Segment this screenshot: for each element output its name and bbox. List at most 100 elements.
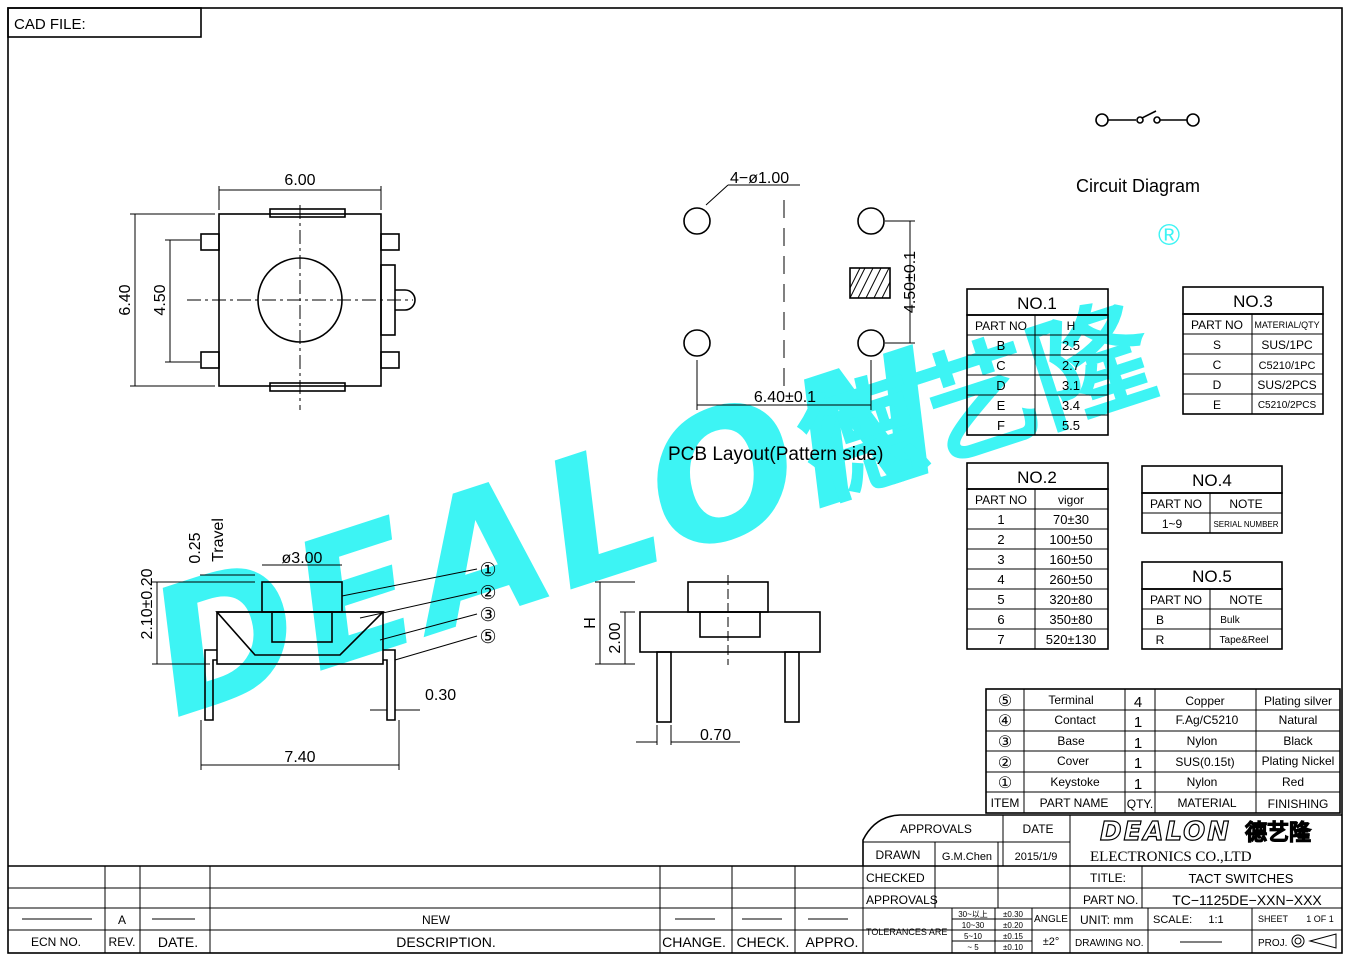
no3-cell: C5210/1PC [1259, 360, 1316, 372]
no4-header-note: NOTE [1229, 497, 1262, 511]
pcb-caption: PCB Layout(Pattern side) [668, 444, 883, 465]
bom-cell: 1 [1134, 755, 1142, 772]
no3-header-material: MATERIAL/QTY [1254, 320, 1319, 330]
no5-cell: R [1156, 633, 1165, 647]
tb-sheet: SHEET [1258, 914, 1289, 924]
no2-cell: 520±130 [1046, 632, 1097, 647]
tol-cell: 10~30 [962, 921, 985, 930]
bom-cell: ⑤ [998, 693, 1012, 710]
table-no3: NO.3 PART NO MATERIAL/QTY S SUS/1PC C C5… [1182, 286, 1324, 415]
bom-cell: 1 [1134, 776, 1142, 793]
tb-unit: UNIT: mm [1080, 913, 1133, 927]
no5-header-part: PART NO [1150, 593, 1202, 607]
no1-cell: C [996, 358, 1005, 373]
no3-cell: S [1213, 338, 1221, 352]
no5-cell: Tape&Reel [1220, 635, 1269, 646]
balloon-3: ③ [479, 605, 496, 626]
rev-header: APPRO. [806, 934, 859, 950]
tol-cell: ±0.10 [1003, 943, 1024, 952]
no3-cell: SUS/1PC [1261, 338, 1313, 352]
bom-cell: Natural [1279, 713, 1318, 727]
desc-value: NEW [422, 913, 451, 927]
bom-cell: Terminal [1048, 693, 1093, 707]
tb-scale-val: 1:1 [1208, 914, 1223, 926]
no1-cell: 3.4 [1062, 398, 1080, 413]
side-width: 7.40 [284, 749, 315, 766]
watermark-reg: ® [1158, 219, 1180, 252]
tb-sheet-val: 1 OF 1 [1306, 914, 1334, 924]
dim-pitch: 4.50 [152, 284, 169, 315]
tol-cell: 30~以上 [958, 910, 988, 919]
tb-drawn: DRAWN [876, 848, 921, 862]
tb-approvals: APPROVALS [900, 822, 972, 836]
bom-cell: Nylon [1187, 734, 1218, 748]
bom-cell: 1 [1134, 735, 1142, 752]
no3-title: NO.3 [1233, 292, 1273, 311]
bom-cell: Nylon [1187, 775, 1218, 789]
bom-cell: Red [1282, 775, 1304, 789]
no2-cell: 260±50 [1049, 572, 1092, 587]
balloon-1: ① [479, 560, 496, 581]
no2-cell: 100±50 [1049, 532, 1092, 547]
bom-header: QTY. [1127, 797, 1153, 811]
tol-cell: ±0.20 [1003, 921, 1024, 930]
side-lead: 0.30 [425, 687, 456, 704]
no4-cell: SERIAL NUMBER [1213, 520, 1278, 529]
no4-header-part: PART NO [1150, 497, 1202, 511]
bom-cell: 1 [1134, 714, 1142, 731]
bom-cell: 4 [1134, 694, 1142, 711]
tb-tolerances: TOLERANCES ARE [866, 927, 947, 937]
rev-header: CHECK. [737, 934, 790, 950]
side-dia: ø3.00 [282, 550, 323, 567]
front-view: H 2.00 0.70 [582, 575, 821, 745]
no1-cell: D [996, 378, 1005, 393]
pcb-dim-horizontal: 6.40±0.1 [754, 389, 816, 406]
bom-cell: Copper [1185, 694, 1224, 708]
tol-cell: ±0.15 [1003, 932, 1024, 941]
bom-cell: F.Ag/C5210 [1176, 713, 1239, 727]
no2-title: NO.2 [1017, 468, 1057, 487]
tb-part-label: PART NO. [1083, 893, 1138, 907]
no3-cell: C [1213, 358, 1222, 372]
bom-cell: ③ [998, 734, 1012, 751]
dim-height: 6.40 [117, 284, 134, 315]
rev-header: DATE. [158, 934, 198, 950]
tb-drawing-no: DRAWING NO. [1075, 938, 1144, 949]
cad-file-box [7, 7, 202, 38]
rev-header: CHANGE. [662, 934, 726, 950]
no1-cell: F [997, 418, 1005, 433]
bom-header: FINISHING [1268, 797, 1329, 811]
front-height: 2.00 [607, 622, 624, 653]
bom-cell: Plating Nickel [1262, 754, 1335, 768]
tb-title: TACT SWITCHES [1189, 871, 1294, 886]
no1-header-h: H [1067, 319, 1076, 333]
rev-value: A [118, 913, 126, 927]
balloon-2: ② [479, 583, 496, 604]
no3-header-part: PART NO [1191, 318, 1243, 332]
no1-cell: 3.1 [1062, 378, 1080, 393]
bom-cell: Base [1057, 734, 1085, 748]
table-no1: NO.1 PART NO H B 2.5 C 2.7 D 3.1 E 3.4 F… [966, 288, 1109, 436]
tb-checked: CHECKED [866, 871, 925, 885]
pcb-dim-vertical: 4.50±0.1 [902, 251, 919, 313]
front-h: H [582, 617, 599, 629]
bom-header: PART NAME [1040, 796, 1109, 810]
no1-cell: B [997, 338, 1006, 353]
tb-date: DATE [1022, 822, 1053, 836]
no3-cell: SUS/2PCS [1257, 378, 1316, 392]
no2-header-vigor: vigor [1058, 493, 1084, 507]
no2-cell: 70±30 [1053, 512, 1089, 527]
bom-cell: Black [1283, 734, 1313, 748]
side-view: ø3.00 0.25 Travel 2.10±0.20 0.30 7.40 ① … [139, 518, 497, 770]
pcb-layout: 4−ø1.00 4.50±0.1 6.40±0.1 PCB Layout(Pat… [668, 170, 919, 465]
no1-cell: 2.7 [1062, 358, 1080, 373]
no2-cell: 7 [997, 632, 1004, 647]
tb-scale: SCALE: [1153, 914, 1192, 926]
tb-proj: PROJ. [1258, 938, 1287, 949]
tb-angle-val: ±2° [1043, 936, 1060, 948]
bom-cell: SUS(0.15t) [1175, 755, 1234, 769]
tb-approvals2: APPROVALS [866, 893, 938, 907]
no5-title: NO.5 [1192, 567, 1232, 586]
no2-cell: 3 [997, 552, 1004, 567]
no2-cell: 320±80 [1049, 592, 1092, 607]
